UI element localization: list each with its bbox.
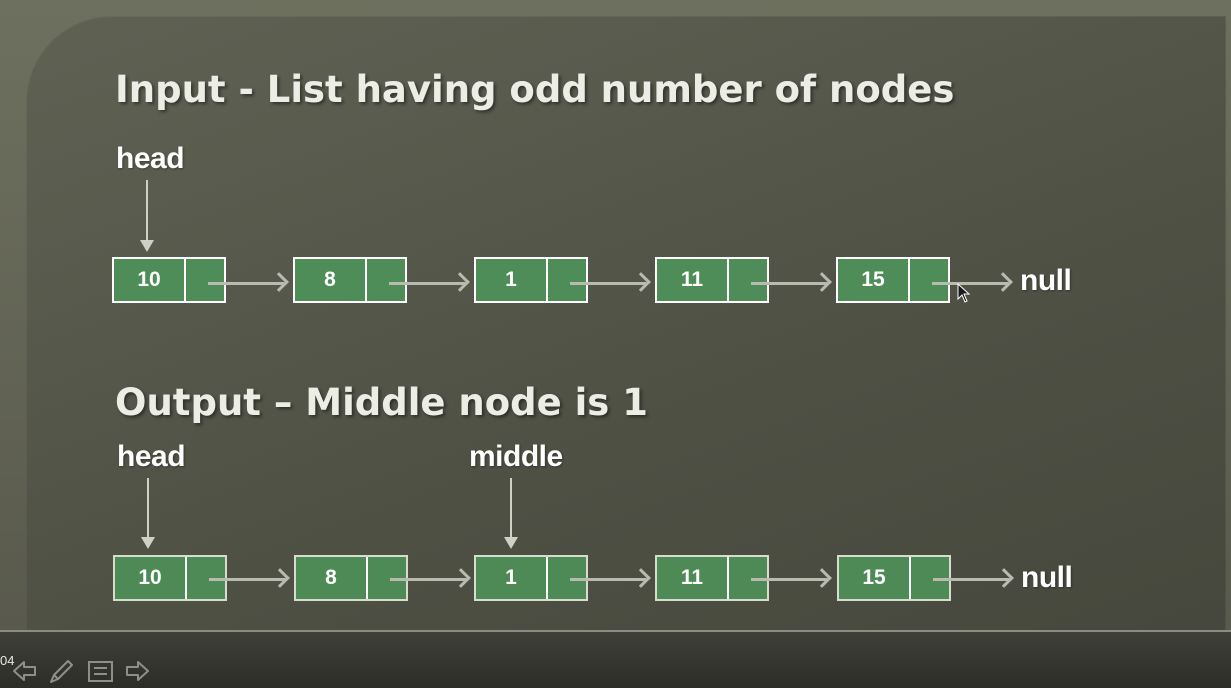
output-node-5-value: 15 <box>839 557 911 599</box>
input-node-5: 15 <box>836 257 950 303</box>
output-node-4-value: 11 <box>657 557 729 599</box>
middle-pointer <box>504 478 518 549</box>
input-link-4 <box>751 282 827 285</box>
page-number: 04 <box>0 653 15 668</box>
output-node-5: 15 <box>837 555 951 601</box>
input-title: Input - List having odd number of nodes <box>115 68 955 111</box>
prev-arrow-icon[interactable] <box>10 656 40 686</box>
output-link-2 <box>390 578 466 581</box>
input-node-3-next <box>548 259 586 301</box>
input-node-1: 10 <box>112 257 226 303</box>
input-link-null <box>932 282 1008 285</box>
input-node-5-next <box>910 259 948 301</box>
input-node-2-value: 8 <box>295 259 367 301</box>
input-link-1 <box>208 282 284 285</box>
input-head-label: head <box>116 142 185 175</box>
input-null-label: null <box>1020 264 1072 297</box>
output-node-1: 10 <box>113 555 227 601</box>
input-node-2: 8 <box>293 257 407 303</box>
output-link-1 <box>209 578 285 581</box>
output-link-4 <box>751 578 827 581</box>
output-node-2: 8 <box>294 555 408 601</box>
input-node-2-next <box>367 259 405 301</box>
output-null-label: null <box>1021 561 1073 594</box>
input-node-3: 1 <box>474 257 588 303</box>
mouse-cursor-icon <box>957 283 971 303</box>
input-link-3 <box>570 282 646 285</box>
next-arrow-icon[interactable] <box>122 656 152 686</box>
input-node-3-value: 1 <box>476 259 548 301</box>
output-title: Output – Middle node is 1 <box>115 381 648 424</box>
output-link-null <box>933 578 1009 581</box>
input-node-5-value: 15 <box>838 259 910 301</box>
output-node-3: 1 <box>474 555 588 601</box>
input-node-4-value: 11 <box>657 259 729 301</box>
input-node-4: 11 <box>655 257 769 303</box>
pen-icon[interactable] <box>46 656 76 686</box>
output-node-1-value: 10 <box>115 557 187 599</box>
menu-icon[interactable] <box>86 656 116 686</box>
input-link-2 <box>389 282 465 285</box>
output-node-2-value: 8 <box>296 557 368 599</box>
input-head-pointer <box>140 180 154 252</box>
slideshow-bar <box>0 632 1231 688</box>
input-node-4-next <box>729 259 767 301</box>
output-link-3 <box>570 578 646 581</box>
output-head-pointer <box>141 478 155 549</box>
middle-label: middle <box>469 440 563 473</box>
output-head-label: head <box>117 440 186 473</box>
input-node-1-value: 10 <box>114 259 186 301</box>
output-node-3-value: 1 <box>476 557 548 599</box>
input-node-1-next <box>186 259 224 301</box>
footer-divider <box>0 630 1231 632</box>
